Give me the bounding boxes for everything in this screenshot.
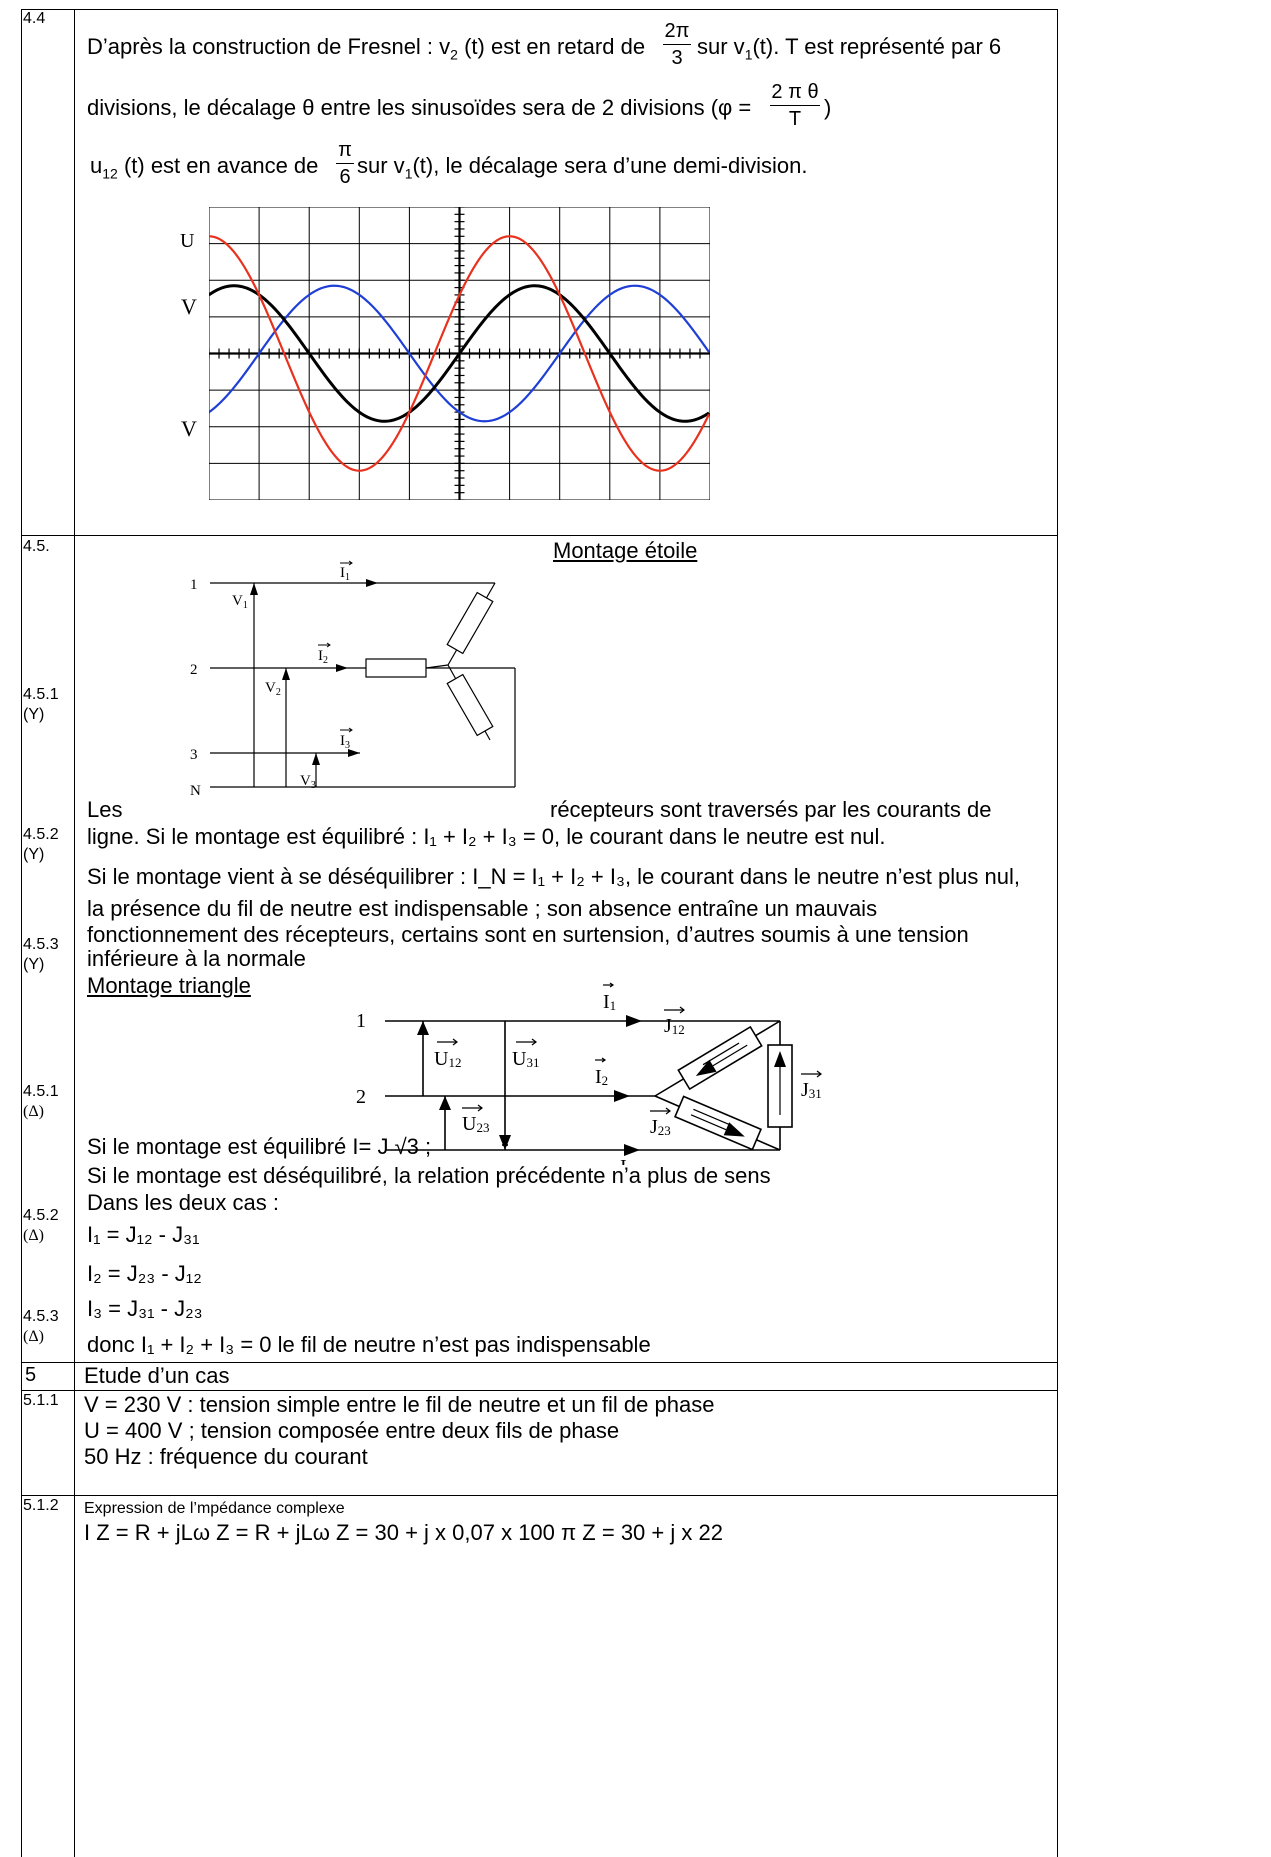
- s44-line2: divisions, le décalage θ entre les sinus…: [87, 95, 752, 120]
- triangle-title: Montage triangle: [87, 973, 251, 998]
- s5-line1: V = 230 V : tension simple entre le fil …: [84, 1392, 715, 1417]
- row-divider-511: [21, 1390, 1058, 1391]
- s5-title: Etude d’un cas: [84, 1363, 230, 1388]
- table-column-divider: [74, 9, 75, 1857]
- row-tag-4-5-2-y: (Y): [23, 846, 45, 863]
- tri-label-u12: U12: [434, 1048, 461, 1070]
- s44-line1: D’après la construction de Fresnel : v2 …: [87, 34, 646, 63]
- row-tag-4-5-3-d: (Δ): [23, 1328, 44, 1345]
- s5-line5: I Z = R + jLω Z = R + jLω Z = 30 + j x 0…: [84, 1520, 723, 1545]
- tri-label-j12: J12: [664, 1015, 685, 1037]
- s45-eq1: I₁ = J₁₂ - J₃₁: [87, 1222, 200, 1247]
- s45-q2: Si le montage est déséquilibré, la relat…: [87, 1163, 771, 1188]
- row-number-4-5: 4.5.: [23, 538, 50, 555]
- s45-eq3: I₃ = J₃₁ - J₂₃: [87, 1296, 203, 1321]
- star-node-1: 1: [190, 577, 198, 593]
- star-label-v2: V2: [265, 680, 281, 698]
- row-number-4-5-3-y: 4.5.3: [23, 936, 59, 953]
- curve-v1: [209, 284, 710, 423]
- s45-p1a: Les: [87, 797, 123, 822]
- curve-v2: [209, 284, 710, 423]
- s45-p6: inférieure à la normale: [87, 946, 306, 971]
- table-border-left: [21, 9, 22, 1857]
- row-tag-4-5-3-y: (Y): [23, 956, 45, 973]
- row-number-4-4: 4.4: [23, 10, 46, 27]
- tri-node-2: 2: [356, 1086, 366, 1108]
- tri-label-i2: I2: [595, 1066, 608, 1088]
- table-border-right: [1057, 9, 1058, 1857]
- row-number-5: 5: [25, 1364, 37, 1386]
- row-tag-4-5-1-d: (Δ): [23, 1103, 44, 1120]
- star-node-n: N: [190, 783, 201, 799]
- scope-label-u: U: [180, 230, 195, 252]
- s44-line3-end: sur v1(t), le décalage sera d’une demi-d…: [357, 153, 808, 182]
- star-label-i1: I1: [340, 565, 350, 583]
- star-label-v1: V1: [232, 593, 248, 611]
- s44-line2-end: ): [824, 95, 832, 120]
- tri-label-u23: U23: [462, 1113, 489, 1135]
- star-node-2: 2: [190, 662, 198, 678]
- tri-label-i3: I3: [620, 1156, 633, 1165]
- scope-label-v2: V: [181, 416, 197, 441]
- s44-line1-end: sur v1(t). T est représenté par 6: [697, 34, 1002, 63]
- row-number-5-1-2: 5.1.2: [23, 1497, 59, 1514]
- star-label-i2: I2: [318, 648, 328, 666]
- tri-label-u31: U31: [512, 1048, 539, 1070]
- star-circuit-diagram: 1 2 3 N I1 I2 I3 V1 V2 V3: [190, 560, 516, 799]
- oscilloscope-graph: [209, 207, 710, 500]
- star-label-i3: I3: [340, 733, 350, 751]
- row-number-4-5-3-d: 4.5.3: [23, 1308, 59, 1325]
- curve-u12: [209, 235, 710, 472]
- row-tag-4-5-1-y: (Y): [23, 706, 45, 723]
- s45-p1b: récepteurs sont traversés par les couran…: [550, 797, 992, 822]
- s45-q3: Dans les deux cas :: [87, 1190, 279, 1215]
- row-number-4-5-1-d: 4.5.1: [23, 1083, 59, 1100]
- row-number-4-5-2-d: 4.5.2: [23, 1207, 59, 1224]
- triangle-circuit-diagram: 1 2 U12 U31 U23 I1 I2 J12 J23 J31 I3: [356, 982, 822, 1165]
- tri-label-i1: I1: [603, 991, 616, 1013]
- row-divider-5: [21, 1362, 1058, 1363]
- tri-label-j31: J31: [801, 1079, 822, 1101]
- scope-label-v1: V: [181, 294, 197, 319]
- s45-q4: donc I₁ + I₂ + I₃ = 0 le fil de neutre n…: [87, 1332, 651, 1357]
- star-node-3: 3: [190, 747, 198, 763]
- s5-line3: 50 Hz : fréquence du courant: [84, 1444, 368, 1469]
- tri-label-j23: J23: [650, 1116, 671, 1138]
- row-divider-4-5: [21, 535, 1058, 536]
- row-number-4-5-1-y: 4.5.1: [23, 686, 59, 703]
- row-number-5-1-1: 5.1.1: [23, 1392, 59, 1409]
- s45-p5: fonctionnement des récepteurs, certains …: [87, 922, 969, 947]
- s45-p3: Si le montage vient à se déséquilibrer :…: [87, 864, 1020, 889]
- tri-node-1: 1: [356, 1010, 366, 1032]
- row-tag-4-5-2-d: (Δ): [23, 1227, 44, 1244]
- s44-line3: u12 (t) est en avance de: [90, 153, 319, 182]
- star-title: Montage étoile: [553, 538, 698, 563]
- table-border-top: [21, 9, 1058, 10]
- star-label-v3: V3: [300, 773, 316, 791]
- s45-p2: ligne. Si le montage est équilibré : I₁ …: [87, 824, 886, 849]
- s45-q1: Si le montage est équilibré I= J √3 ;: [87, 1134, 432, 1159]
- s5-line4: Expression de l’mpédance complexe: [84, 1500, 345, 1517]
- row-divider-512: [21, 1495, 1058, 1496]
- s5-line2: U = 400 V ; tension composée entre deux …: [84, 1418, 620, 1443]
- s45-p4: la présence du fil de neutre est indispe…: [87, 896, 878, 921]
- row-number-4-5-2-y: 4.5.2: [23, 826, 59, 843]
- s45-eq2: I₂ = J₂₃ - J₁₂: [87, 1261, 202, 1286]
